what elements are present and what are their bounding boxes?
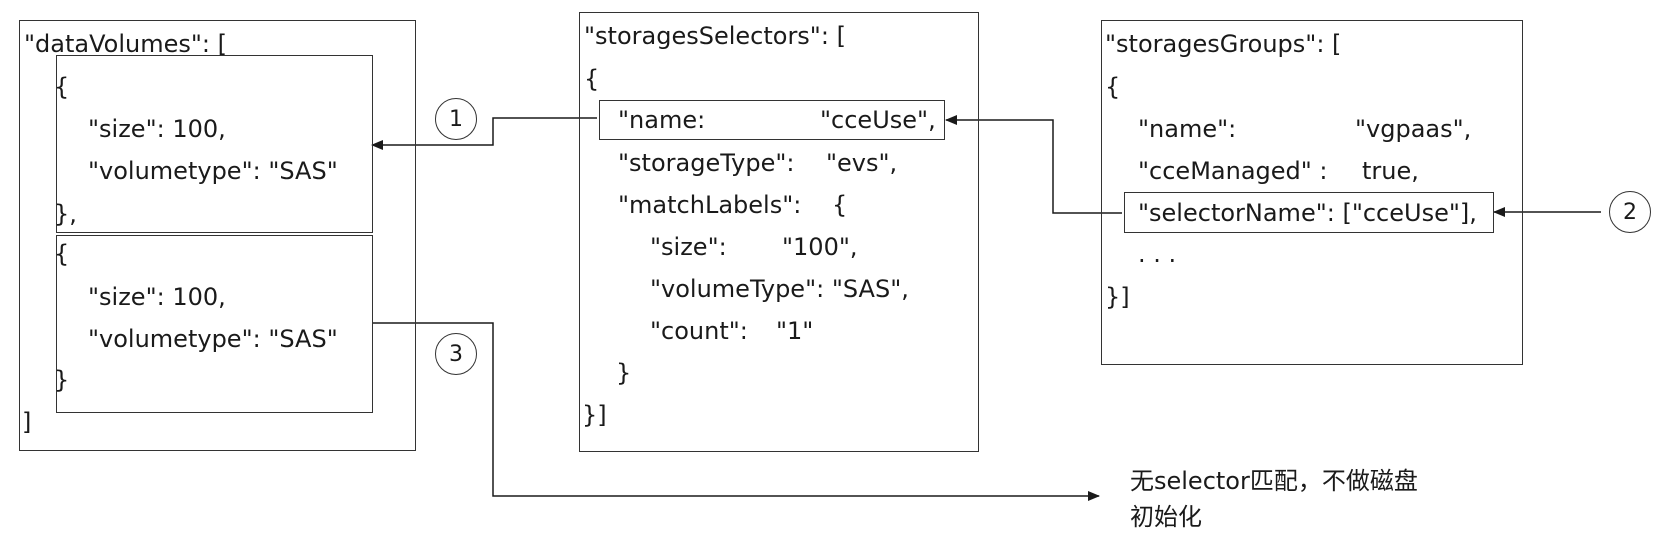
item2-open-brace: { — [54, 240, 70, 268]
item1-open-brace: { — [54, 73, 70, 101]
label-size-value: "100", — [782, 233, 858, 261]
selector-name-ref-highlight — [1124, 192, 1494, 233]
label-count-value: "1" — [776, 317, 814, 345]
storages-groups-footer: }] — [1105, 283, 1130, 311]
label-size-key: "size": — [650, 233, 727, 261]
selector-name-ref: "selectorName": ["cceUse"], — [1138, 199, 1477, 227]
item2-close-brace: } — [54, 366, 70, 394]
groups-open-brace: { — [1105, 73, 1121, 101]
selectors-open-brace: { — [584, 65, 600, 93]
marker-2: 2 — [1609, 191, 1651, 233]
label-volume-type: "volumeType": "SAS", — [650, 275, 909, 303]
storages-groups-header: "storagesGroups": [ — [1105, 30, 1342, 58]
item1-close-brace: }, — [54, 200, 77, 228]
marker-1: 1 — [435, 98, 477, 140]
storages-selectors-header: "storagesSelectors": [ — [584, 22, 846, 50]
storages-groups-panel — [1101, 20, 1523, 365]
group-name-key: "name": — [1138, 115, 1237, 143]
item1-volumetype: "volumetype": "SAS" — [88, 157, 338, 185]
groups-ellipsis: . . . — [1138, 240, 1177, 268]
cce-managed-key: "cceManaged" : — [1138, 157, 1328, 185]
item2-volumetype: "volumetype": "SAS" — [88, 325, 338, 353]
arrow-1 — [371, 117, 597, 150]
storage-type-key: "storageType": — [618, 149, 795, 177]
marker-3: 3 — [435, 333, 477, 375]
storage-type-value: "evs", — [826, 149, 898, 177]
data-volumes-panel — [19, 20, 416, 451]
no-selector-note: 无selector匹配，不做磁盘初始化 — [1130, 467, 1418, 531]
item1-size: "size": 100, — [88, 115, 226, 143]
cce-managed-value: true, — [1362, 157, 1419, 185]
selector-name-value: "cceUse", — [820, 106, 936, 134]
storages-selectors-footer: }] — [582, 401, 607, 429]
group-name-value: "vgpaas", — [1355, 115, 1472, 143]
arrow-3 — [373, 322, 1100, 501]
match-labels-open: { — [832, 191, 848, 219]
data-volumes-item-2-box — [56, 235, 373, 413]
storages-selectors-panel — [579, 12, 979, 452]
label-count-key: "count": — [650, 317, 748, 345]
selector-name-highlight — [599, 100, 945, 140]
data-volumes-footer: ] — [22, 408, 32, 436]
match-labels-key: "matchLabels": — [618, 191, 802, 219]
data-volumes-header: "dataVolumes": [ — [24, 30, 227, 58]
selector-name-key: "name: — [618, 106, 706, 134]
match-labels-close: } — [616, 359, 632, 387]
item2-size: "size": 100, — [88, 283, 226, 311]
data-volumes-item-1-box — [56, 55, 373, 233]
arrow-2 — [945, 115, 1122, 214]
